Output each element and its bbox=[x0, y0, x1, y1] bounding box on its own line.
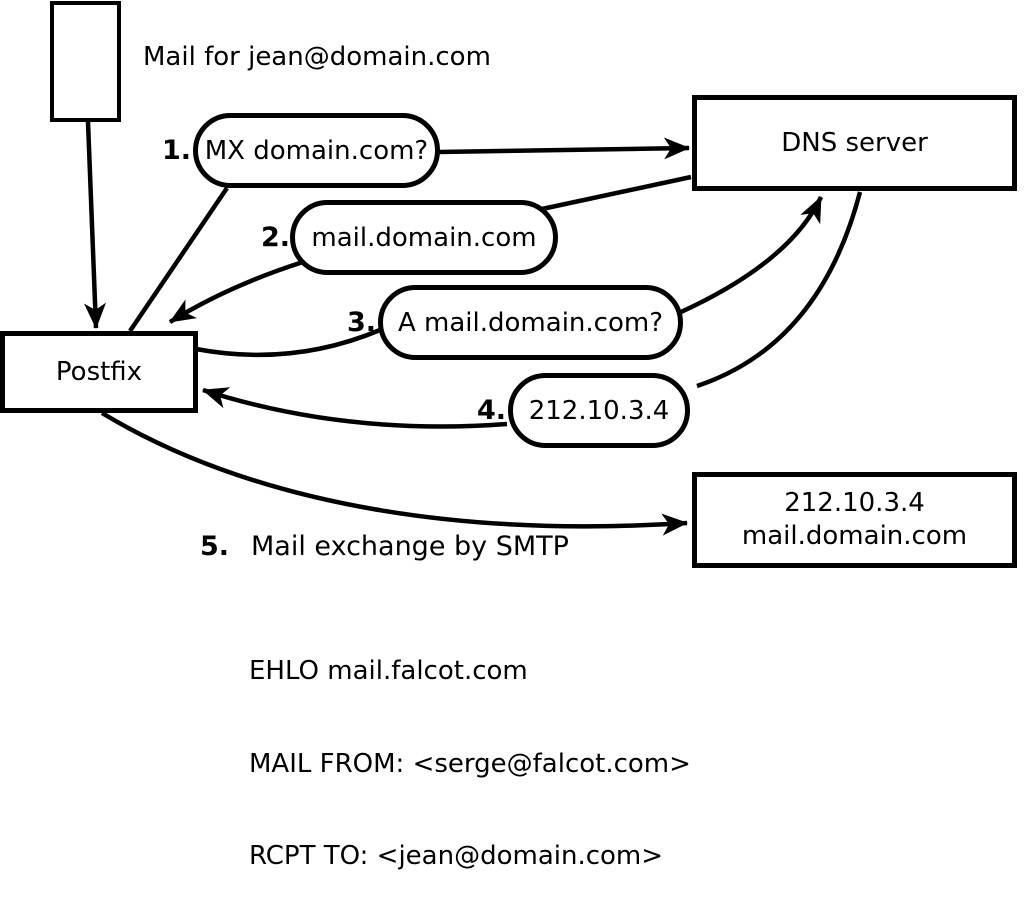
smtp-session-transcript: EHLO mail.falcot.com MAIL FROM: <serge@f… bbox=[249, 595, 691, 919]
arrow-query3-to-dns bbox=[680, 196, 824, 315]
arrow-answer2-to-postfix bbox=[168, 259, 304, 324]
bubble-mx-answer: mail.domain.com bbox=[290, 200, 558, 275]
smtp-line: EHLO mail.falcot.com bbox=[249, 656, 528, 686]
line-dns-to-answer2 bbox=[541, 174, 692, 212]
mail-server-node: 212.10.3.4 mail.domain.com bbox=[692, 472, 1017, 568]
mail-note: Mail for jean@domain.com bbox=[143, 42, 491, 72]
dns-server-node: DNS server bbox=[692, 95, 1017, 191]
step-number-2: 2. bbox=[260, 222, 290, 253]
arrow-query1-to-dns bbox=[437, 137, 690, 160]
line-postfix-to-query1 bbox=[128, 186, 229, 333]
bubble-mx-answer-label: mail.domain.com bbox=[311, 222, 537, 253]
step-5-label: Mail exchange by SMTP bbox=[251, 531, 569, 562]
postfix-label: Postfix bbox=[55, 357, 143, 387]
arrow-answer4-to-postfix bbox=[202, 387, 508, 429]
step-5-caption: 5. Mail exchange by SMTP bbox=[185, 531, 569, 562]
bubble-a-answer-label: 212.10.3.4 bbox=[528, 395, 670, 426]
postfix-node: Postfix bbox=[0, 331, 198, 413]
smtp-line: MAIL FROM: <serge@falcot.com> bbox=[249, 748, 691, 779]
line-dns-to-answer4 bbox=[696, 191, 863, 389]
bubble-a-query: A mail.domain.com? bbox=[378, 285, 683, 360]
line-postfix-to-query3 bbox=[195, 327, 381, 358]
bubble-mx-query: MX domain.com? bbox=[193, 113, 440, 188]
bubble-mx-query-label: MX domain.com? bbox=[204, 135, 429, 166]
dns-server-label: DNS server bbox=[781, 128, 928, 158]
arrow-postfix-to-mail-server-smtp bbox=[100, 411, 688, 536]
mail-server-hostname: mail.domain.com bbox=[741, 521, 968, 551]
smtp-line: RCPT TO: <jean@domain.com> bbox=[249, 841, 664, 871]
step-number-3: 3. bbox=[346, 307, 376, 338]
arrow-envelope-to-postfix bbox=[84, 121, 107, 329]
step-number-1: 1. bbox=[161, 135, 191, 166]
bubble-a-query-label: A mail.domain.com? bbox=[398, 307, 663, 338]
step-number-5: 5. bbox=[199, 531, 229, 562]
mail-server-ip: 212.10.3.4 bbox=[784, 488, 925, 518]
step-number-4: 4. bbox=[476, 395, 506, 426]
bubble-a-answer: 212.10.3.4 bbox=[508, 373, 690, 448]
incoming-mail-envelope-node bbox=[50, 1, 121, 122]
